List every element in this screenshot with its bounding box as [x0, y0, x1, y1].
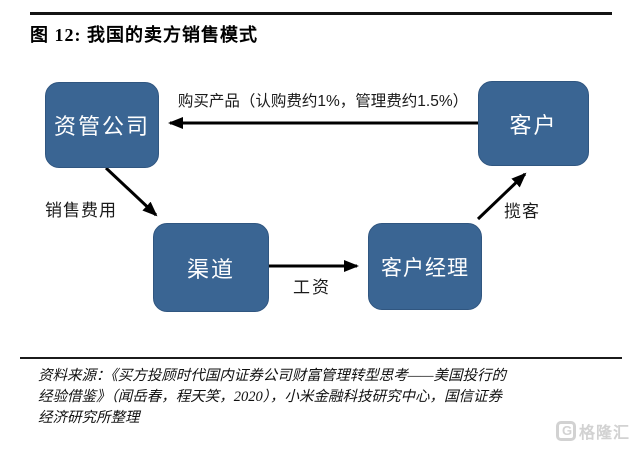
gelonghui-logo-icon: G — [556, 421, 576, 441]
edge-label-canvassing: 揽客 — [504, 202, 540, 221]
node-customer: 客户 — [478, 81, 589, 166]
node-account-manager-label: 客户经理 — [381, 256, 469, 280]
edge-label-salary: 工资 — [293, 278, 331, 297]
top-divider — [30, 12, 612, 15]
node-channel: 渠道 — [153, 223, 269, 312]
edge-label-sales-expense: 销售费用 — [45, 201, 117, 220]
source-line: 经济研究所整理 — [38, 410, 140, 426]
gelonghui-watermark: G 格隆汇 — [556, 419, 630, 443]
bottom-divider — [20, 357, 622, 359]
node-account-manager: 客户经理 — [368, 223, 482, 310]
gelonghui-brand-text: 格隆汇 — [579, 425, 631, 442]
source-line: 资料来源：《买方投顾时代国内证券公司财富管理转型思考——美国投行的 — [38, 368, 507, 384]
source-line: 经验借鉴》（闻岳春，程天笑，2020），小米金融科技研究中心，国信证券 — [38, 389, 502, 405]
figure-title: 图 12: 我国的卖方销售模式 — [30, 25, 258, 45]
node-asset-manager-label: 资管公司 — [53, 114, 150, 139]
node-asset-manager: 资管公司 — [45, 82, 159, 168]
node-channel-label: 渠道 — [186, 256, 235, 282]
source-note: 资料来源：《买方投顾时代国内证券公司财富管理转型思考——美国投行的 经验借鉴》（… — [38, 366, 610, 429]
edge-label-purchase: 购买产品（认购费约1%，管理费约1.5%） — [177, 93, 469, 110]
node-customer-label: 客户 — [509, 112, 558, 138]
